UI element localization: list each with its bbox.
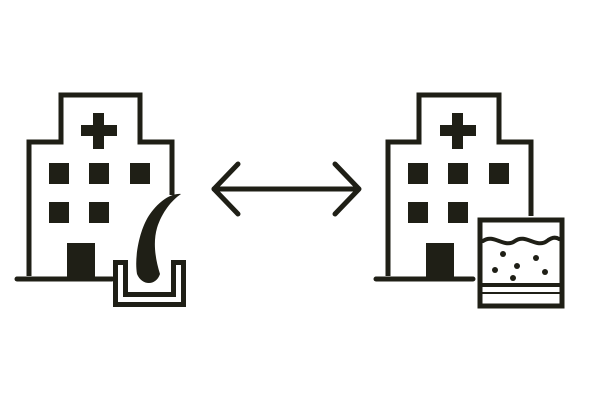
medical-cross-icon	[440, 113, 476, 149]
hair-follicle-icon	[113, 193, 186, 307]
hospital-building-icon	[14, 92, 175, 282]
left-hospital-group	[14, 92, 186, 307]
skin-cross-section-icon	[477, 217, 565, 309]
hospital-building-icon	[373, 92, 534, 282]
double-headed-arrow-icon	[211, 161, 362, 217]
medical-cross-icon	[81, 113, 117, 149]
right-hospital-group	[373, 92, 565, 309]
